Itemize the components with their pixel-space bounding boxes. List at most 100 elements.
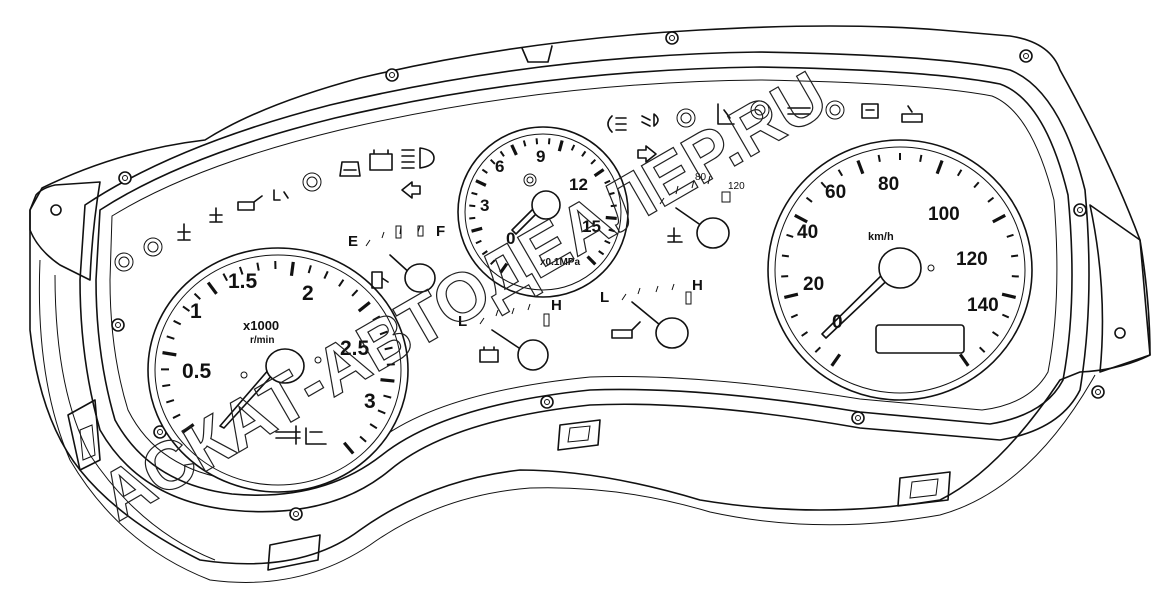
dial-tick xyxy=(351,289,359,297)
dial-tick xyxy=(369,423,378,430)
tacho-unit: r/min xyxy=(250,335,274,346)
air-pressure-gauge: 3 6 9 12 15 0 x0.1MPa xyxy=(457,126,629,298)
dial-tick xyxy=(586,255,597,266)
seat-belt-lamp-icon xyxy=(717,103,735,125)
dial-tick xyxy=(814,346,822,353)
oil-needle xyxy=(631,301,661,326)
door-open-lamp-icon xyxy=(339,161,361,177)
tacho-hub xyxy=(265,348,305,384)
speed-label-120: 120 xyxy=(956,249,988,270)
dial-tick xyxy=(837,169,844,177)
dial-tick xyxy=(608,191,615,196)
speed-label-0: 0 xyxy=(832,312,843,333)
tacho-label-1-5: 1.5 xyxy=(228,270,258,293)
dial-tick xyxy=(535,138,539,145)
voltage-needle xyxy=(491,329,523,351)
voltage-gauge: L H xyxy=(458,297,562,371)
parking-brake-lamp-icon xyxy=(676,108,696,128)
tacho-label-2-5: 2.5 xyxy=(340,337,370,360)
odometer-display xyxy=(875,324,965,354)
voltage-hub xyxy=(517,339,549,371)
dial-tick xyxy=(522,140,527,147)
exhaust-brake-lamp-icon xyxy=(787,107,811,115)
dial-tick xyxy=(469,204,476,208)
oil-can-icon xyxy=(611,321,641,339)
dial-tick xyxy=(958,353,970,367)
dial-tick xyxy=(489,259,496,266)
speed-label-40: 40 xyxy=(797,222,818,243)
dial-tick xyxy=(471,226,483,233)
coolant-temp-gauge-icon xyxy=(667,227,683,243)
cab-tilt-lamp-icon xyxy=(861,103,879,119)
low-beam-lamp-icon xyxy=(641,113,659,127)
dial-tick xyxy=(499,150,505,157)
speed-label-60: 60 xyxy=(825,182,846,203)
warning-lamps-left xyxy=(114,147,435,272)
dial-tick xyxy=(182,305,191,312)
fuel-icon xyxy=(371,271,389,289)
dial-tick xyxy=(991,331,999,337)
dial-tick xyxy=(481,250,488,256)
dial-tick xyxy=(481,168,488,174)
dial-tick xyxy=(377,409,386,415)
speed-label-100: 100 xyxy=(928,204,960,225)
oil-hub xyxy=(655,317,689,349)
tacho-label-1: 1 xyxy=(190,300,202,323)
air-label-3: 3 xyxy=(480,196,489,215)
dial-tick xyxy=(593,168,605,178)
fuel-hub xyxy=(404,263,436,293)
dial-tick xyxy=(166,335,175,340)
dial-tick xyxy=(357,301,371,313)
dial-tick xyxy=(877,154,881,162)
dial-tick xyxy=(471,191,478,196)
fuel-low: E xyxy=(348,233,358,250)
dial-tick xyxy=(598,250,605,256)
dial-tick xyxy=(469,216,476,220)
warning-lamps-right xyxy=(607,100,923,163)
coolant-level-lamp-icon xyxy=(177,223,191,241)
dial-tick xyxy=(238,266,244,275)
dial-tick xyxy=(856,159,865,175)
dial-tick xyxy=(359,435,367,443)
trailer-lamp-icon xyxy=(901,105,923,123)
coolant-temp-lamp-icon xyxy=(209,207,223,223)
speedometer-ticks xyxy=(781,153,1019,367)
dial-tick xyxy=(790,313,799,319)
dial-tick xyxy=(604,179,611,185)
tacho-label-2: 2 xyxy=(302,282,314,305)
oil-pressure-gauge: L H xyxy=(600,277,703,349)
dial-tick xyxy=(162,383,171,388)
right-turn-arrow-icon xyxy=(637,145,657,163)
dial-tick xyxy=(830,353,842,367)
tacho-unit-multiplier: x1000 xyxy=(243,318,279,333)
battery-gauge-icon xyxy=(479,346,499,363)
dial-tick xyxy=(783,292,799,300)
temp-hub xyxy=(696,217,730,249)
dial-tick xyxy=(181,423,195,434)
dial-tick xyxy=(256,262,260,271)
dial-tick xyxy=(973,181,980,189)
speed-hub xyxy=(878,247,922,289)
air-pressure-unit: x0.1MPa xyxy=(540,257,580,268)
cluster-housing xyxy=(29,25,1151,583)
tacho-peg-2 xyxy=(314,356,322,364)
tachometer: 0.5 1 1.5 2 2.5 3 x1000 r/min xyxy=(147,247,409,493)
dial-tick xyxy=(590,158,597,165)
dial-tick xyxy=(608,228,615,233)
air-label-15: 15 xyxy=(582,217,601,236)
speedometer: 0 20 40 60 80 100 120 140 km/h xyxy=(767,139,1033,401)
brake-warning-icon xyxy=(523,173,537,187)
battery-lamp-icon xyxy=(369,149,393,171)
voltage-low: L xyxy=(458,313,467,330)
fog-light-lamp-icon xyxy=(607,115,627,133)
dial-tick xyxy=(1001,313,1010,319)
oil-high: H xyxy=(692,277,703,294)
brake-warning-lamp-icon xyxy=(114,252,134,272)
left-turn-arrow-icon xyxy=(401,181,421,199)
tacho-label-3: 3 xyxy=(364,390,376,413)
dial-tick xyxy=(935,159,944,175)
dial-tick xyxy=(1001,292,1017,300)
dial-tick xyxy=(342,441,355,455)
speed-peg xyxy=(927,264,935,272)
